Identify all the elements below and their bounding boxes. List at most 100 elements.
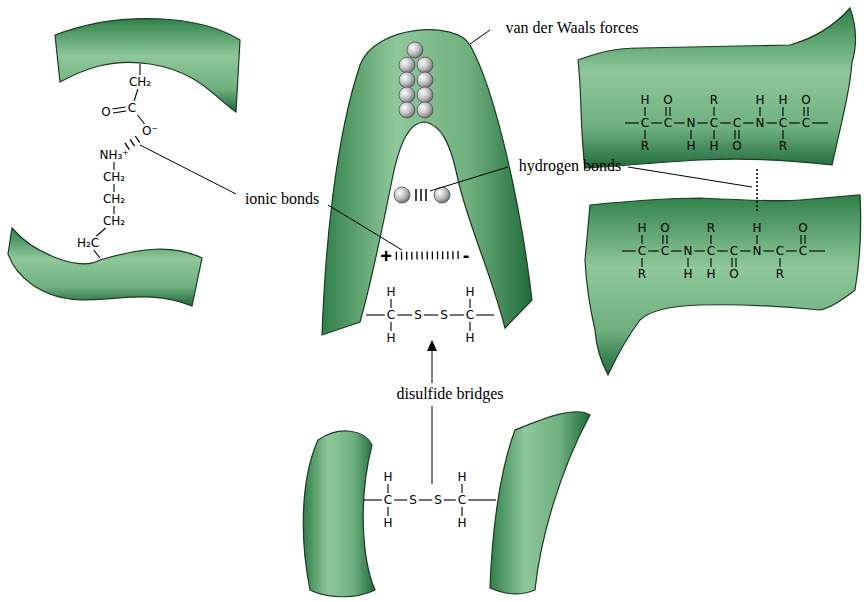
bond-line (622, 250, 636, 251)
bond-line (782, 107, 783, 116)
protein-strand (303, 431, 375, 597)
bond-line (366, 314, 385, 315)
bond-line (734, 130, 735, 139)
atom-symbol: CH₂ (103, 171, 125, 183)
atom-symbol: C (776, 245, 784, 257)
atom-symbol: O (660, 222, 669, 234)
bond-line (641, 258, 642, 267)
bond-line (651, 122, 662, 123)
bond-line (130, 139, 134, 146)
bond-line (756, 235, 757, 244)
atom-symbol: H (383, 517, 392, 529)
bond-line (763, 250, 773, 251)
bond-line (134, 89, 138, 101)
atom-symbol: R (779, 140, 787, 152)
bond-line (450, 314, 464, 315)
bond-line (720, 122, 731, 123)
atom-symbol: R (641, 140, 649, 152)
atom-symbol: C (384, 494, 392, 506)
bond-line (710, 258, 711, 267)
atom-symbol: C (387, 309, 395, 321)
atom-symbol: O⁻ (142, 125, 158, 137)
atom-symbol: R (710, 94, 718, 106)
protein-block (585, 195, 861, 375)
bond-line (364, 499, 382, 500)
atom-symbol: NH₃⁺ (99, 149, 128, 161)
atom-symbol: C (730, 245, 738, 257)
atom-symbol: O (101, 106, 110, 118)
bond-line (782, 130, 783, 139)
atom-symbol: H (686, 140, 695, 152)
bond-line (452, 251, 453, 259)
bond-line (669, 107, 670, 116)
atom-symbol: H (386, 286, 395, 298)
bond-line (662, 235, 663, 244)
bond-line (432, 251, 433, 259)
atom-symbol: H (755, 94, 764, 106)
bond-type-label: hydrogen bonds (519, 158, 622, 174)
atom-symbol: C (733, 117, 741, 129)
protein-strand (8, 228, 202, 306)
charge-sign: - (463, 245, 470, 265)
bond-line (766, 122, 776, 123)
protein-hairpin (322, 30, 532, 335)
bond-line (469, 299, 470, 308)
atom-symbol: C (638, 245, 646, 257)
bond-line (641, 235, 642, 244)
bond-line (648, 250, 659, 251)
atom-symbol: R (776, 268, 784, 280)
protein-strand (55, 19, 240, 112)
atom-symbol: S (434, 494, 442, 506)
atom-symbol: C (779, 117, 787, 129)
atom-symbol: C (458, 494, 466, 506)
bond-line (812, 122, 828, 123)
atom-symbol: C (799, 245, 807, 257)
bond-line (411, 252, 412, 260)
bond-type-label: van der Waals forces (505, 20, 638, 36)
bond-line (644, 107, 645, 116)
bond-line (800, 235, 801, 244)
bond-type-label: ionic bonds (245, 191, 319, 207)
atom-symbol: H (752, 222, 761, 234)
atom-symbol: N (756, 117, 765, 129)
atom-symbol: C (664, 117, 672, 129)
bond-line (437, 251, 438, 259)
bond-line (731, 258, 732, 267)
atom-symbol: H (465, 286, 474, 298)
bond-line (687, 258, 688, 267)
bond-line (447, 251, 448, 259)
bond-line (804, 235, 805, 244)
atom-symbol: S (409, 494, 417, 506)
atom-symbol: CH₂ (103, 215, 125, 227)
bond-line (743, 122, 753, 123)
atom-symbol: O (663, 94, 672, 106)
bond-line (809, 250, 825, 251)
atom-symbol: H (640, 94, 649, 106)
atom-symbol: O (732, 140, 741, 152)
bond-line (738, 130, 739, 139)
bond-line (710, 235, 711, 244)
bond-line (786, 250, 797, 251)
atom-symbol: H (683, 268, 692, 280)
bond-line (803, 107, 804, 116)
atom-symbol: R (638, 268, 646, 280)
bond-line (457, 251, 458, 259)
atom-symbol: C (710, 117, 718, 129)
bond-line (690, 130, 691, 139)
atom-symbol: O (801, 94, 810, 106)
atom-symbol: S (440, 309, 448, 321)
atom-symbol: N (753, 245, 762, 257)
bond-line (139, 64, 140, 75)
bond-line (406, 252, 407, 260)
bond-line (625, 122, 639, 123)
bond-line (427, 251, 428, 259)
bond-line (442, 251, 443, 259)
bond-line (96, 228, 105, 236)
bond-line (717, 250, 728, 251)
bond-line (740, 250, 750, 251)
bond-line (468, 499, 496, 500)
bond-line (416, 252, 417, 260)
atom-symbol: C (707, 245, 715, 257)
